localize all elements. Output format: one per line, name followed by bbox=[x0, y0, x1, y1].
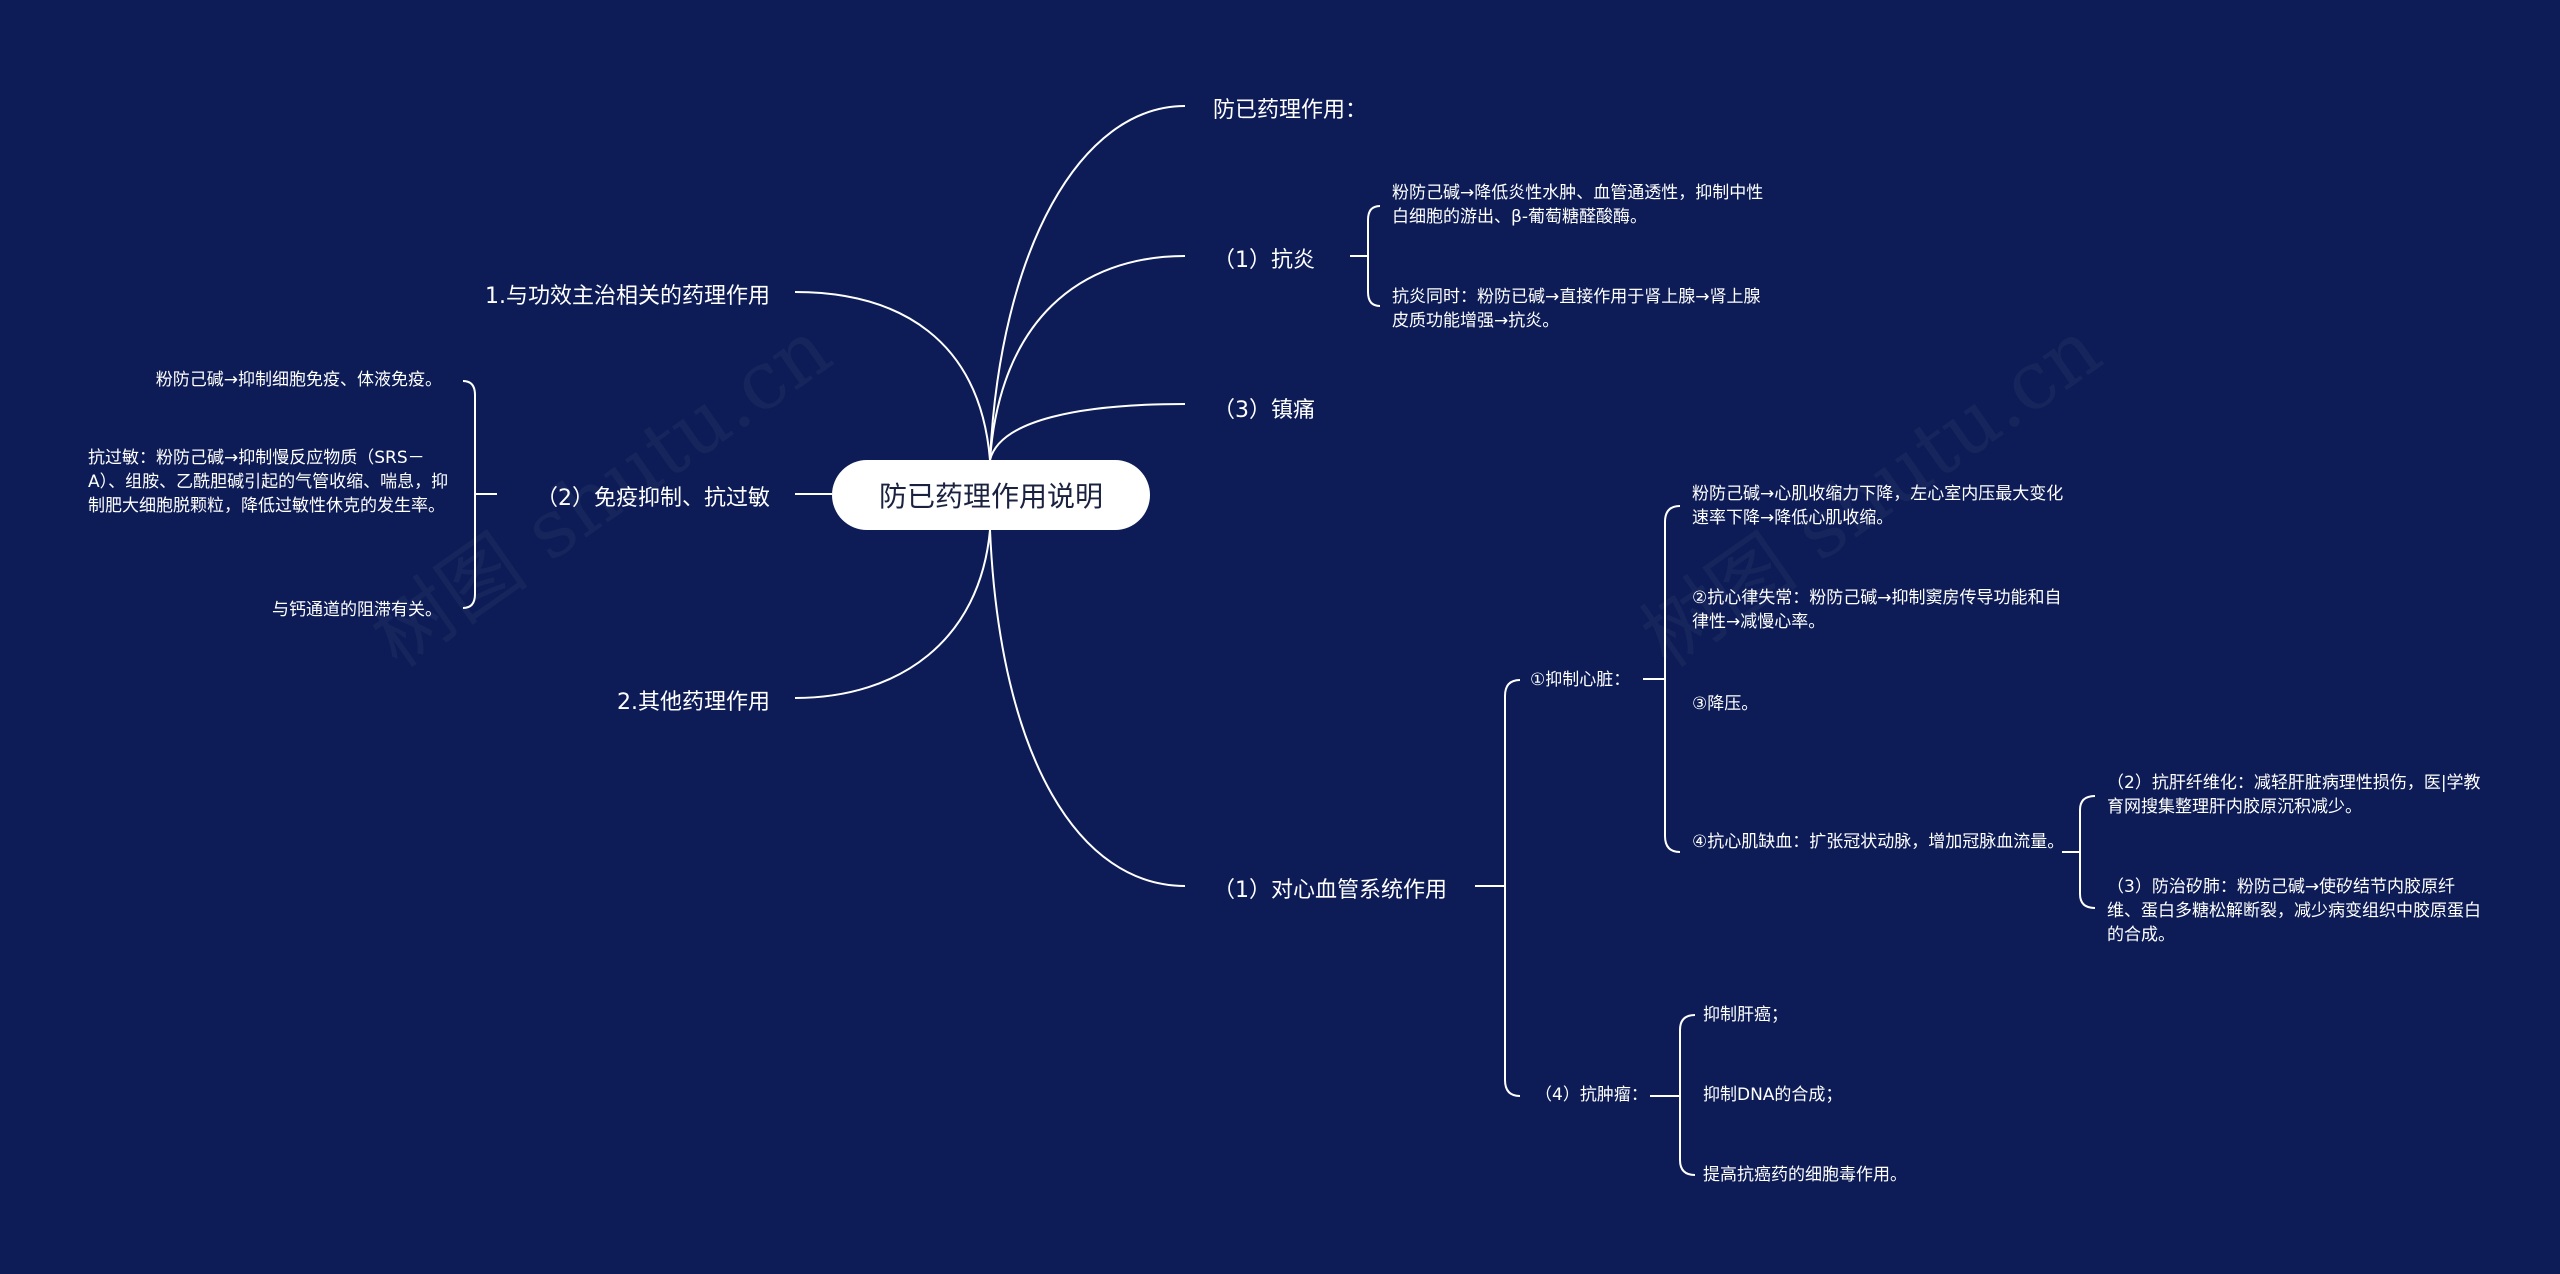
text-immune-1: 粉防己碱→抑制细胞免疫、体液免疫。 bbox=[155, 370, 442, 390]
connector-root-analgesic bbox=[989, 403, 1186, 461]
node-efficacy-related[interactable]: 1.与功效主治相关的药理作用 bbox=[485, 284, 770, 309]
bracket-liver bbox=[2079, 795, 2096, 909]
connector-root-b1 bbox=[794, 291, 991, 461]
text-liver-fibrosis: （2）抗肝纤维化：减轻肝脏病理性损伤，医|学教育网搜集整理肝内胶原沉积减少。 bbox=[2107, 773, 2481, 817]
bracket-tumor bbox=[1679, 1014, 1696, 1176]
bracket-immune bbox=[462, 380, 476, 609]
text-tumor-3: 提高抗癌药的细胞毒作用。 bbox=[1703, 1165, 1907, 1185]
node-other-pharmacology[interactable]: 2.其他药理作用 bbox=[617, 690, 770, 715]
text-tumor-1: 抑制肝癌； bbox=[1703, 1005, 1788, 1025]
node-cardiovascular[interactable]: （1）对心血管系统作用 bbox=[1213, 878, 1447, 903]
text-immune-2: 抗过敏：粉防己碱→抑制慢反应物质（SRS－A）、组胺、乙酰胆碱引起的气管收缩、喘… bbox=[88, 448, 449, 516]
node-immune-suppression[interactable]: （2）免疫抑制、抗过敏 bbox=[536, 486, 770, 511]
text-heart-1: 粉防己碱→心肌收缩力下降，左心室内压最大变化速率下降→降低心肌收缩。 bbox=[1692, 484, 2064, 528]
text-heart-4: ④抗心肌缺血：扩张冠状动脉，增加冠脉血流量。 bbox=[1692, 832, 2065, 852]
text-silicosis: （3）防治矽肺：粉防己碱→使矽结节内胶原纤维、蛋白多糖松解断裂，减少病变组织中胶… bbox=[2107, 877, 2481, 945]
text-anti-inflam-1: 粉防己碱→降低炎性水肿、血管通透性，抑制中性白细胞的游出、β-葡萄糖醛酸酶。 bbox=[1392, 183, 1764, 227]
text-heart-2: ②抗心律失常：粉防己碱→抑制窦房传导功能和自律性→减慢心率。 bbox=[1692, 588, 2062, 632]
connector-root-cardio bbox=[989, 529, 1186, 887]
connector-root-b3 bbox=[794, 529, 991, 699]
connector-root-heading bbox=[989, 105, 1186, 461]
text-anti-inflam-2: 抗炎同时：粉防已碱→直接作用于肾上腺→肾上腺皮质功能增强→抗炎。 bbox=[1392, 287, 1761, 331]
text-immune-3: 与钙通道的阻滞有关。 bbox=[272, 600, 442, 620]
bracket-antiinflam bbox=[1367, 205, 1381, 307]
node-heading[interactable]: 防已药理作用： bbox=[1213, 98, 1368, 123]
text-tumor-2: 抑制DNA的合成； bbox=[1703, 1085, 1843, 1105]
node-anti-inflammation[interactable]: （1）抗炎 bbox=[1213, 248, 1315, 273]
connector-root-antiinflam bbox=[989, 255, 1186, 461]
node-inhibit-heart[interactable]: ①抑制心脏： bbox=[1530, 670, 1631, 690]
root-node[interactable]: 防已药理作用说明 bbox=[832, 460, 1150, 530]
node-anti-tumor[interactable]: （4）抗肿瘤： bbox=[1535, 1085, 1648, 1105]
bracket-cardio bbox=[1504, 679, 1521, 1097]
bracket-heart bbox=[1664, 505, 1681, 853]
node-analgesic[interactable]: （3）镇痛 bbox=[1213, 398, 1315, 423]
text-heart-3: ③降压。 bbox=[1692, 694, 1759, 714]
